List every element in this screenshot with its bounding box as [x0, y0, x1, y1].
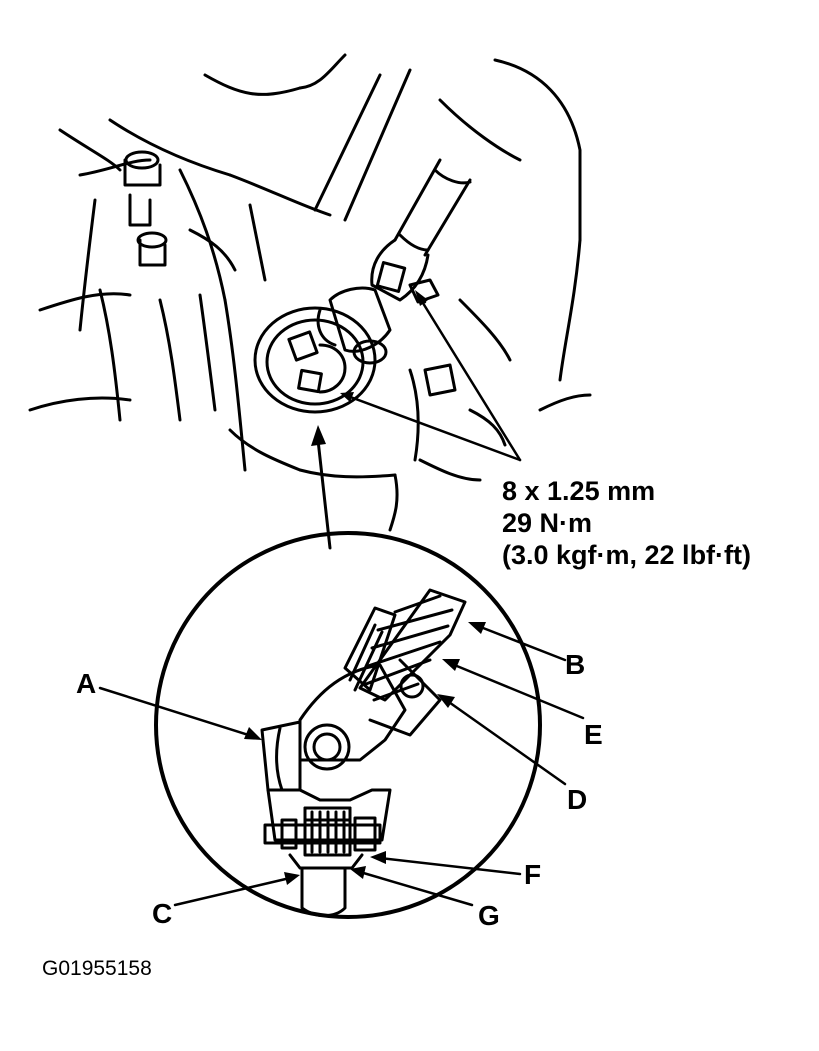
bolt-size-label: 8 x 1.25 mm [502, 476, 656, 506]
spec-arrow-lower [340, 392, 354, 402]
callout-e: E [584, 719, 603, 750]
callout-a: A [76, 668, 97, 699]
torque-alt-label: (3.0 kgf·m, 22 lbf·ft) [502, 540, 752, 570]
callout-f: F [524, 859, 542, 890]
detail-pointer-line [316, 438, 332, 550]
detail-joint-illustration [260, 588, 467, 917]
callout-b: B [565, 649, 586, 680]
engine-bay-illustration [28, 53, 592, 532]
callout-d: D [567, 784, 588, 815]
callout-c: C [152, 898, 173, 929]
torque-nm-label: 29 N·m [502, 508, 593, 538]
callout-leaders [98, 624, 585, 907]
figure-id: G01955158 [42, 957, 152, 980]
detail-pointer-arrow [311, 425, 326, 446]
callout-arrowheads [244, 622, 486, 885]
detail-circle [154, 531, 542, 919]
callout-g: G [478, 900, 500, 931]
spec-arrow-upper [415, 290, 428, 306]
